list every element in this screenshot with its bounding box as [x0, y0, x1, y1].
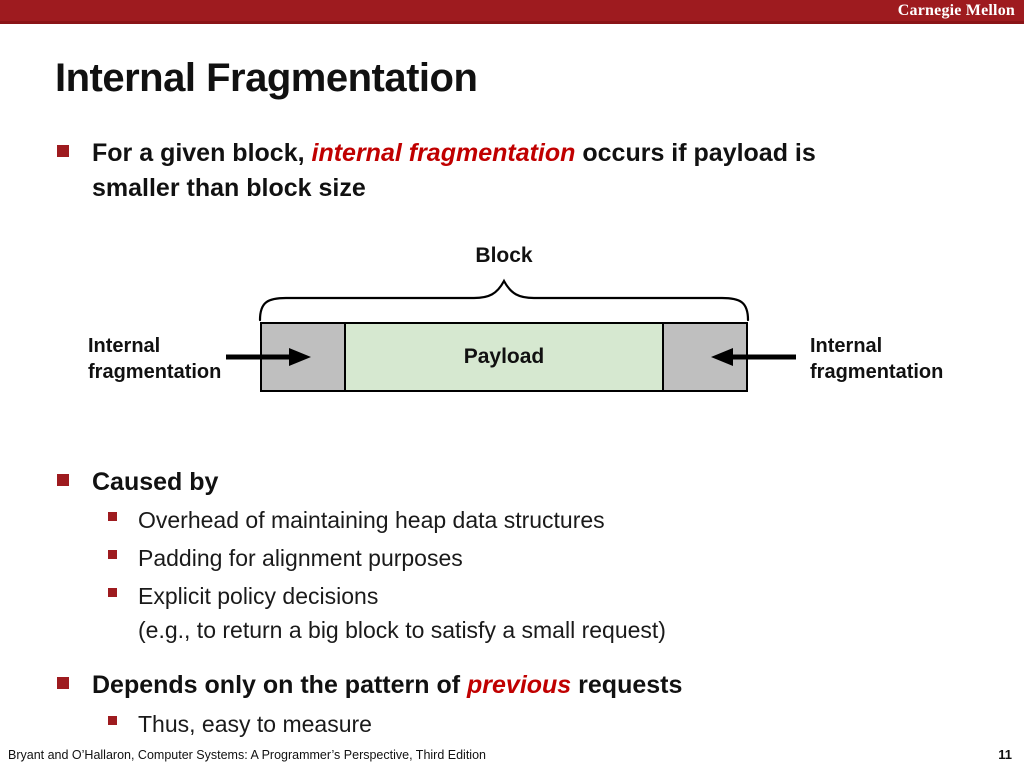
header-banner: Carnegie Mellon	[0, 0, 1024, 24]
bullet-text-pre: Depends only on the pattern of	[92, 671, 468, 699]
sub-bullet-text: Thus, easy to measure	[138, 711, 372, 737]
sub-bullet-text: Padding for alignment purposes	[138, 545, 463, 571]
bullet-internal-fragmentation: For a given block, internal fragmentatio…	[57, 136, 884, 206]
footer-citation: Bryant and O’Hallaron, Computer Systems:…	[8, 748, 486, 762]
sub-bullet-text: Explicit policy decisions (e.g., to retu…	[138, 579, 666, 647]
sub-bullet-square-icon	[108, 716, 117, 725]
block-label: Block	[475, 244, 533, 267]
bullet-text-emphasis: internal fragmentation	[311, 139, 576, 167]
bullet-caused-by: Caused by	[57, 465, 218, 500]
sub-bullet-line1: Explicit policy decisions	[138, 583, 379, 609]
bullet-text-post: occurs if payload is smaller than block …	[92, 139, 816, 202]
payload-label: Payload	[463, 345, 545, 368]
bullet-text-emphasis: previous	[467, 671, 572, 699]
sub-bullet-text: Overhead of maintaining heap data struct…	[138, 507, 605, 533]
brand-wordmark: Carnegie Mellon	[897, 2, 1015, 19]
left-arrow-icon	[226, 348, 311, 366]
page-title: Internal Fragmentation	[55, 56, 478, 100]
left-fragmentation-label: Internal fragmentation	[88, 335, 222, 383]
sub-bullet-padding: Padding for alignment purposes	[108, 541, 463, 575]
bullet-depends: Depends only on the pattern of previous …	[57, 668, 682, 703]
bullet-square-icon	[57, 677, 69, 689]
bullet-text: Caused by	[92, 468, 219, 496]
sub-bullet-thus: Thus, easy to measure	[108, 707, 372, 741]
bullet-text-post: requests	[571, 671, 683, 699]
sub-bullet-line2: (e.g., to return a big block to satisfy …	[138, 617, 666, 643]
bullet-text-pre: For a given block,	[92, 139, 312, 167]
payload-segment: Payload	[346, 324, 662, 390]
sub-bullet-overhead: Overhead of maintaining heap data struct…	[108, 503, 605, 537]
page-number: 11	[998, 747, 1012, 762]
bullet-square-icon	[57, 474, 69, 486]
sub-bullet-square-icon	[108, 550, 117, 559]
bullet-square-icon	[57, 145, 69, 157]
right-fragmentation-label: Internal fragmentation	[810, 335, 944, 383]
bullet-text: Depends only on the pattern of previous …	[92, 668, 682, 703]
sub-bullet-square-icon	[108, 588, 117, 597]
sub-bullet-explicit-policy: Explicit policy decisions (e.g., to retu…	[108, 579, 666, 647]
bullet-text: For a given block, internal fragmentatio…	[92, 136, 884, 206]
block-brace	[258, 278, 750, 322]
sub-bullet-square-icon	[108, 512, 117, 521]
block-diagram: Payload	[260, 322, 748, 392]
right-arrow-icon	[711, 348, 796, 366]
